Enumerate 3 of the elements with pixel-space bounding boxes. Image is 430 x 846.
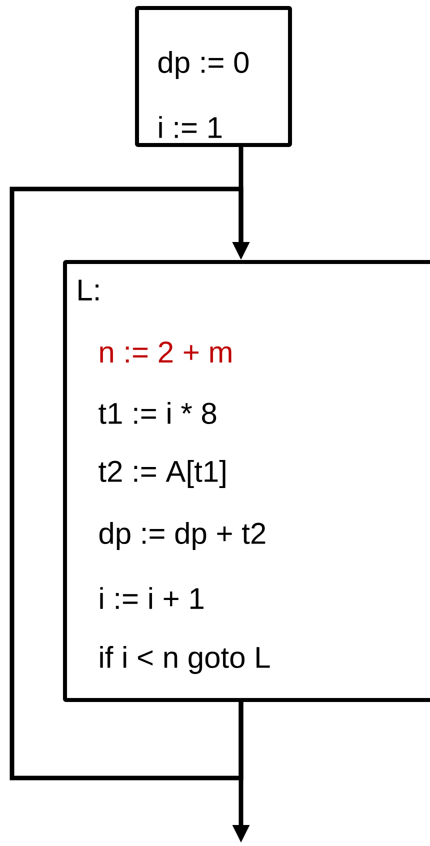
code-box: L: n := 2 + m t1 := i * 8 t2 := A[t1] dp := dp + t2 i := i + 1 if i < n goto L <box>63 260 430 702</box>
code-box: dp := 0 i := 1 <box>135 6 292 147</box>
arrow <box>10 186 250 780</box>
